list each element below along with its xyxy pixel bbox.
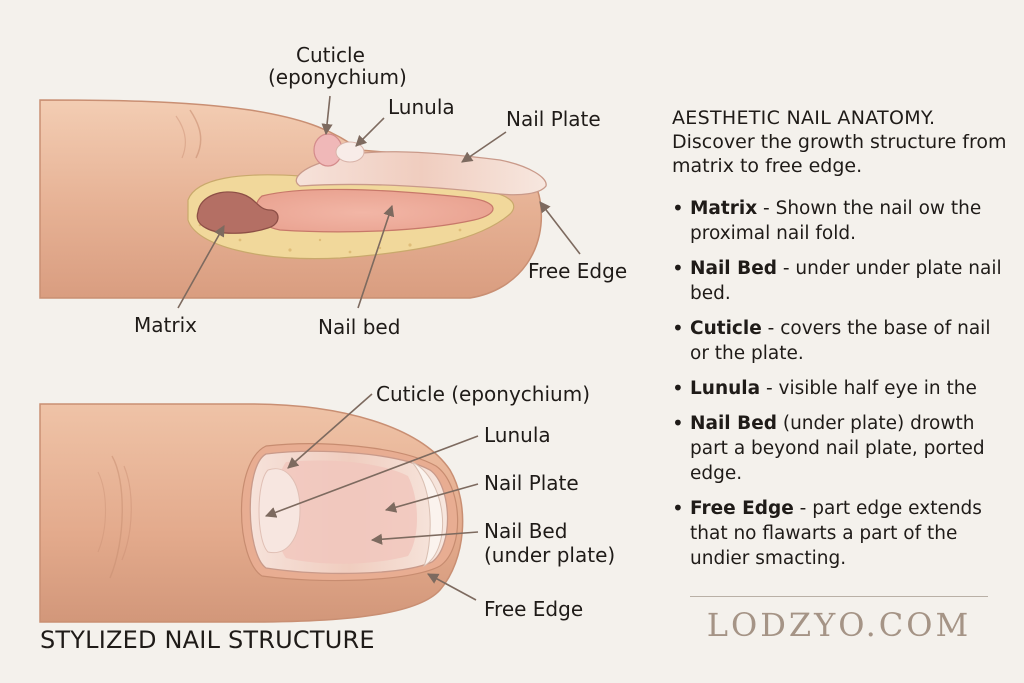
list-item-text: - Shown the nail ow the proximal nail fo… — [690, 198, 982, 244]
list-item-term: Cuticle — [690, 318, 762, 339]
list-item-term: Free Edge — [690, 498, 794, 519]
panel-subtitle: Discover the growth structure from matri… — [672, 131, 1007, 177]
top-nail-plate — [295, 151, 547, 196]
top-finger-cross-section — [39, 99, 547, 299]
panel-title: AESTHETIC NAIL ANATOMY. — [672, 107, 936, 129]
list-item: Free Edge - part edge extends that no fl… — [672, 496, 1008, 571]
list-item-term: Nail Bed — [690, 413, 777, 434]
list-item-term: Lunula — [690, 378, 761, 399]
list-item-text: (under plate) drowth part a beyond nail … — [690, 413, 985, 484]
label-lunula-top: Lunula — [388, 95, 455, 119]
label-nail-bed-top: Nail bed — [318, 315, 400, 339]
label-matrix-top: Matrix — [134, 313, 197, 337]
list-item-term: Matrix — [690, 198, 758, 219]
top-lunula — [335, 141, 365, 163]
list-item: Lunula - visible half eye in the — [672, 376, 1008, 401]
bottom-diagram-title: STYLIZED NAIL STRUCTURE — [40, 626, 375, 654]
label-free-edge-top: Free Edge — [528, 259, 627, 283]
label-eponychium-top: (eponychium) — [268, 65, 407, 89]
label-nail-plate-top: Nail Plate — [506, 107, 601, 131]
list-item: Matrix - Shown the nail ow the proximal … — [672, 196, 1008, 246]
label-nail-plate-bottom: Nail Plate — [484, 471, 579, 495]
top-nail-bed — [255, 188, 494, 233]
brand-wordmark: LODZYO.COM — [706, 606, 972, 644]
label-free-edge-bottom: Free Edge — [484, 597, 583, 621]
label-nail-bed-sub-bottom: (under plate) — [484, 543, 615, 567]
bottom-finger-top-view — [39, 403, 464, 623]
label-lunula-bottom: Lunula — [484, 423, 551, 447]
list-item-text: - part edge extends that no flawarts a p… — [690, 498, 982, 569]
info-panel: AESTHETIC NAIL ANATOMY. Discover the gro… — [672, 106, 1008, 581]
list-item-text: - covers the base of nail or the plate. — [690, 318, 991, 364]
list-item-text: - under under plate nail bed. — [690, 258, 1002, 304]
list-item-text: - visible half eye in the — [760, 378, 977, 399]
list-item: Nail Bed - under under plate nail bed. — [672, 256, 1008, 306]
top-matrix — [196, 191, 279, 234]
label-cuticle-top: Cuticle — [296, 43, 365, 67]
label-nail-bed-bottom: Nail Bed — [484, 519, 567, 543]
list-item-term: Nail Bed — [690, 258, 777, 279]
anatomy-list: Matrix - Shown the nail ow the proximal … — [672, 196, 1008, 571]
list-item: Cuticle - covers the base of nail or the… — [672, 316, 1008, 366]
bottom-free-edge — [411, 461, 444, 568]
brand-divider — [690, 596, 988, 597]
label-cuticle-bottom: Cuticle (eponychium) — [376, 382, 590, 406]
list-item: Nail Bed (under plate) drowth part a bey… — [672, 411, 1008, 486]
